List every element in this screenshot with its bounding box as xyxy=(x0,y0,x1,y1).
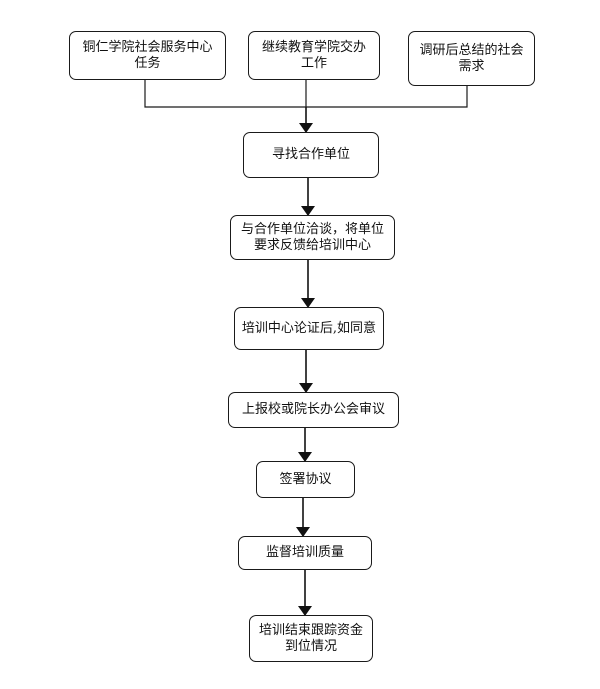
step-find-partner: 寻找合作单位 xyxy=(243,132,379,178)
source-box-continuing-education: 继续教育学院交办 工作 xyxy=(248,31,380,80)
source-box-social-service-center: 铜仁学院社会服务中心 任务 xyxy=(69,31,226,80)
step-sign-agreement: 签署协议 xyxy=(256,461,355,498)
step-submit-for-review: 上报校或院长办公会审议 xyxy=(228,392,399,428)
step-center-evaluation: 培训中心论证后,如同意 xyxy=(234,307,384,350)
source-box-social-demand: 调研后总结的社会 需求 xyxy=(408,31,535,86)
step-track-funding: 培训结束跟踪资金 到位情况 xyxy=(249,615,373,662)
step-supervise-quality: 监督培训质量 xyxy=(238,536,372,570)
step-negotiate-partner: 与合作单位洽谈，将单位 要求反馈给培训中心 xyxy=(230,215,395,260)
